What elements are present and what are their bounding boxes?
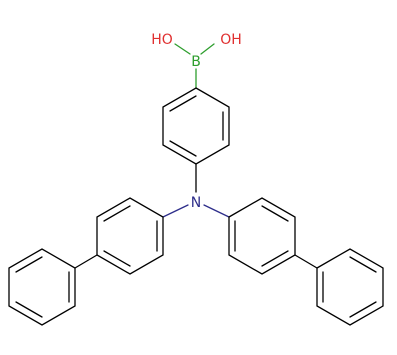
nitrogen-label: N <box>191 195 201 211</box>
bond-o-b-right <box>200 43 215 55</box>
right-outer-phenyl-ring <box>316 248 384 326</box>
central-phenylene-ring <box>162 87 230 193</box>
bond-n-right-ring <box>203 204 230 218</box>
boronic-acid-group: B HO OH <box>151 32 242 89</box>
hydroxyl-right-label: OH <box>220 32 242 48</box>
bond-right-biaryl <box>294 254 318 269</box>
left-inner-phenyl-ring <box>74 197 164 275</box>
amine-nitrogen: N <box>162 195 230 218</box>
right-inner-phenyl-ring <box>228 197 318 275</box>
left-outer-phenyl-ring <box>8 248 76 326</box>
bond-n-left-ring <box>162 204 189 218</box>
bond-left-biaryl <box>74 254 98 269</box>
hydroxyl-left-label: HO <box>151 32 173 48</box>
bond-o-b-left <box>174 43 191 55</box>
boron-label: B <box>191 54 201 70</box>
